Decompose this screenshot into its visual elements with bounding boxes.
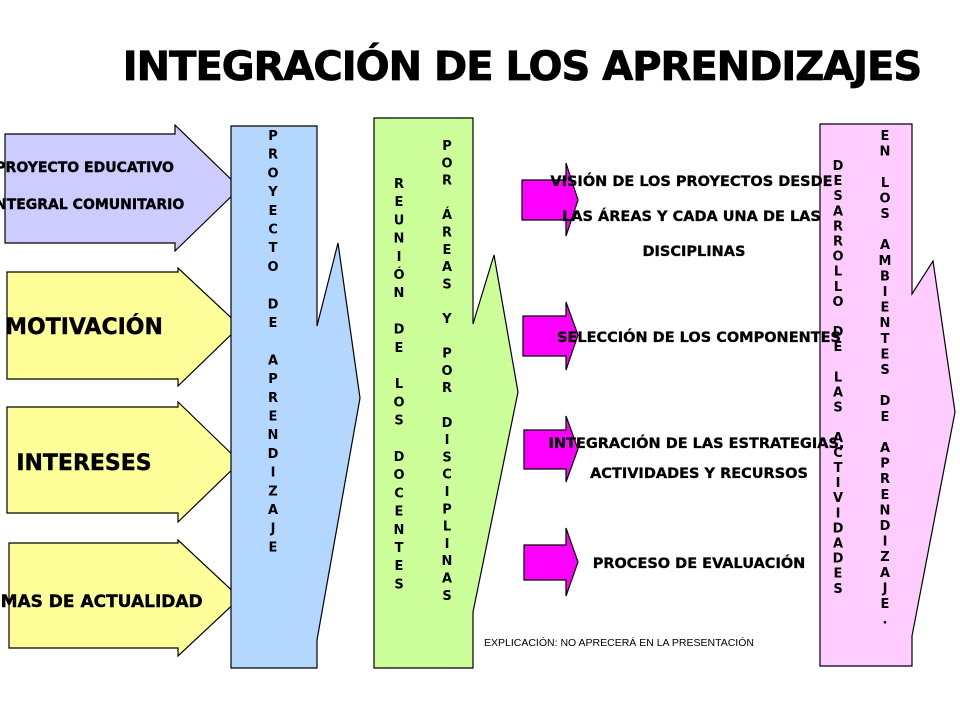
column-arrow-shape (819, 123, 956, 667)
step-text-4: PROCESO DE EVALUACIÓN (593, 554, 806, 572)
step-text-3: INTEGRACIÓN DE LAS ESTRATEGIAS, ACTIVIDA… (549, 434, 850, 482)
input-label: TEMAS DE ACTUALIDAD (0, 592, 203, 612)
input-arrow-shape (6, 400, 241, 524)
input-arrow-shape (4, 123, 241, 253)
step-text-2: SELECCIÓN DE LOS COMPONENTES (557, 328, 841, 346)
step-arrow-1 (521, 162, 579, 237)
step-arrow-4 (523, 527, 579, 597)
input-label: MOTIVACIÓN (5, 314, 163, 340)
input-arrow-proyecto-educativo: PROYECTO EDUCATIVO INTEGRAL COMUNITARIO (0, 123, 241, 253)
input-arrow-shape (6, 266, 241, 388)
explanation-note: EXPLICACIÓN: NO APRECERÁ EN LA PRESENTAC… (484, 636, 754, 649)
input-label: PROYECTO EDUCATIVO INTEGRAL COMUNITARIO (0, 160, 184, 213)
step-arrow-3 (523, 415, 579, 483)
step-text-1: VISIÓN DE LOS PROYECTOS DESDE LAS ÁREAS … (550, 172, 837, 260)
input-label: INTERESES (16, 451, 151, 476)
input-arrow-shape (8, 538, 241, 658)
input-arrow-intereses: INTERESES (6, 400, 241, 524)
column-arrow-shape (373, 117, 519, 669)
diagram-title: INTEGRACIÓN DE LOS APRENDIZAJES (123, 42, 921, 90)
column-arrow-shape (230, 125, 361, 669)
step-arrow-2 (522, 301, 579, 371)
input-arrow-temas-actualidad: TEMAS DE ACTUALIDAD (0, 538, 241, 658)
input-arrow-motivacion: MOTIVACIÓN (5, 266, 241, 388)
